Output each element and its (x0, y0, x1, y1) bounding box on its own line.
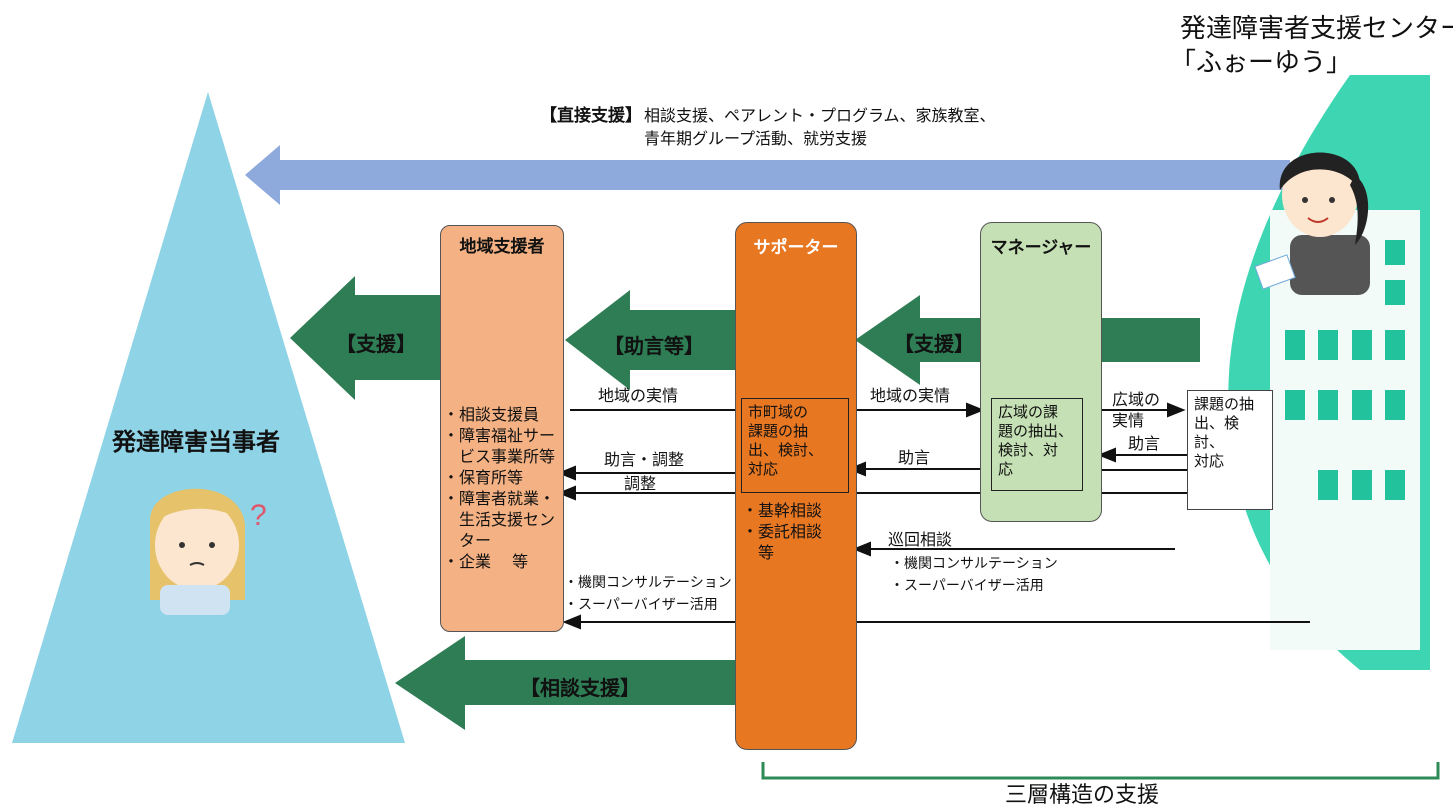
local-supporter-title: 地域支援者 (459, 237, 545, 257)
supporter-issue-line: 出、検討、 (748, 441, 824, 459)
center-nickname: 「ふぉーゆう」 (1170, 48, 1353, 78)
manager-issue-line: 検討、対 (998, 441, 1059, 459)
three-layer-bracket (761, 762, 1440, 780)
local-supporter-item: ・企業 等 (443, 552, 529, 571)
flow-advice-1: 助言 (898, 448, 931, 467)
flow-consult-2: ・スーパーバイザー活用 (564, 597, 718, 613)
supporter-issue-line: 課題の抽 (748, 422, 809, 440)
flow-patrol-1: ・機関コンサルテーション (890, 556, 1058, 572)
flow-adjust: 調整 (624, 474, 657, 493)
direct-support-arrow (245, 145, 1290, 205)
supporter-item: ・委託相談 (742, 522, 823, 541)
svg-text:?: ? (250, 499, 267, 532)
direct-support-text-2: 青年期グループ活動、就労支援 (644, 129, 868, 148)
supporter-issue-line: 市町域の (748, 403, 809, 421)
supporter-item: ・基幹相談 (742, 501, 823, 520)
center-issue-line: 課題の抽 (1194, 395, 1255, 413)
supporter-box: サポーター 市町域の 課題の抽 出、検討、 対応 ・基幹相談 ・委託相談 等 (735, 222, 857, 750)
supporter-list: ・基幹相談 ・委託相談 等 (742, 500, 822, 563)
local-supporter-item: ・障害福祉サー (443, 426, 556, 445)
local-supporter-list: ・相談支援員 ・障害福祉サー ビス事業所等 ・保育所等 ・障害者就業・ 生活支援… (443, 404, 555, 572)
flow-wide-facts-1: 広域の (1112, 390, 1161, 409)
supporter-item: 等 (742, 543, 775, 562)
center-name: 発達障害者支援センター (1180, 14, 1453, 44)
person-label: 発達障害当事者 (112, 428, 280, 456)
local-supporter-item: ・相談支援員 (443, 405, 540, 424)
supporter-title: サポーター (753, 238, 839, 258)
flow-local-facts-1: 地域の実情 (598, 386, 679, 405)
direct-support-text-1: 相談支援、ペアレント・プログラム、家族教室、 (644, 106, 996, 125)
flow-advice-2: 助言 (1128, 434, 1161, 453)
consult-arrow-label: 【相談支援】 (520, 676, 640, 700)
local-supporter-item: ・障害者就業・ (443, 489, 556, 508)
flow-patrol: 巡回相談 (888, 530, 953, 549)
center-staff-illustration (1254, 152, 1370, 295)
flow-local-facts-2: 地域の実情 (870, 386, 951, 405)
supporter-issue-box: 市町域の 課題の抽 出、検討、 対応 (741, 398, 849, 493)
manager-box: マネージャー 広域の課 題の抽出、 検討、対 応 (980, 222, 1102, 522)
manager-title: マネージャー (990, 238, 1092, 258)
advice-arrow (565, 290, 735, 390)
flow-wide-facts-2: 実情 (1112, 411, 1145, 430)
three-layer-label: 三層構造の支援 (1005, 783, 1160, 808)
support-mid-arrow-label: 【支援】 (894, 332, 974, 356)
supporter-issue-line: 対応 (748, 460, 779, 478)
support-arrow-label: 【支援】 (336, 332, 416, 356)
manager-issue-box: 広域の課 題の抽出、 検討、対 応 (991, 398, 1083, 491)
manager-issue-line: 広域の課 (998, 403, 1059, 421)
flow-consult-1: ・機関コンサルテーション (564, 575, 732, 591)
flow-patrol-2: ・スーパーバイザー活用 (890, 578, 1044, 594)
local-supporter-item: ビス事業所等 (443, 447, 556, 466)
local-supporter-item: ・保育所等 (443, 468, 524, 487)
person-triangle (12, 92, 405, 743)
support-arrow-left (290, 276, 440, 400)
direct-support-label: 【直接支援】 (540, 106, 642, 126)
child-illustration: ? (150, 488, 267, 615)
center-issue-box: 課題の抽 出、検討、 対応 (1187, 390, 1273, 510)
manager-issue-line: 題の抽出、 (998, 422, 1074, 440)
manager-issue-line: 応 (998, 460, 1014, 478)
center-issue-line: 出、検討、 (1194, 414, 1240, 451)
local-supporter-item: 生活支援セン (443, 510, 556, 529)
local-supporter-item: ター (443, 531, 492, 550)
center-issue-line: 対応 (1194, 452, 1225, 470)
advice-arrow-label: 【助言等】 (604, 334, 704, 358)
consult-arrow (395, 636, 735, 730)
flow-advice-adjust: 助言・調整 (604, 450, 685, 469)
local-supporter-box: 地域支援者 ・相談支援員 ・障害福祉サー ビス事業所等 ・保育所等 ・障害者就業… (440, 225, 564, 632)
